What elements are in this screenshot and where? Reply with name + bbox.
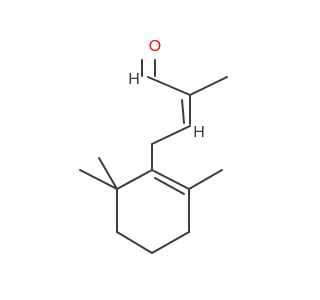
alkene-hydrogen-label: H (193, 124, 205, 141)
aldehyde-hydrogen-label: H (128, 71, 140, 88)
ring-bond-1-inner (154, 177, 185, 195)
bond-c2-methyl (189, 76, 228, 96)
ring-bond-1 (151, 169, 190, 190)
oxygen-atom-label: O (149, 38, 161, 55)
bond-c1-c2 (147, 76, 191, 96)
bonds (79, 59, 228, 254)
molecule-diagram: O H H (79, 38, 228, 254)
bond-gem-methyl-b (98, 157, 118, 190)
bond-ring-methyl (188, 169, 223, 190)
bond-gem-methyl-a (79, 169, 118, 190)
bond-c3-ch2 (151, 125, 191, 145)
bond-c2-c3-double-b (181, 99, 185, 124)
atom-labels: O H H (128, 38, 205, 141)
structure-canvas: O H H (79, 38, 228, 254)
ring-bond-4 (116, 231, 153, 254)
ring-bond-6 (116, 169, 153, 190)
ring-bond-3 (151, 231, 190, 254)
